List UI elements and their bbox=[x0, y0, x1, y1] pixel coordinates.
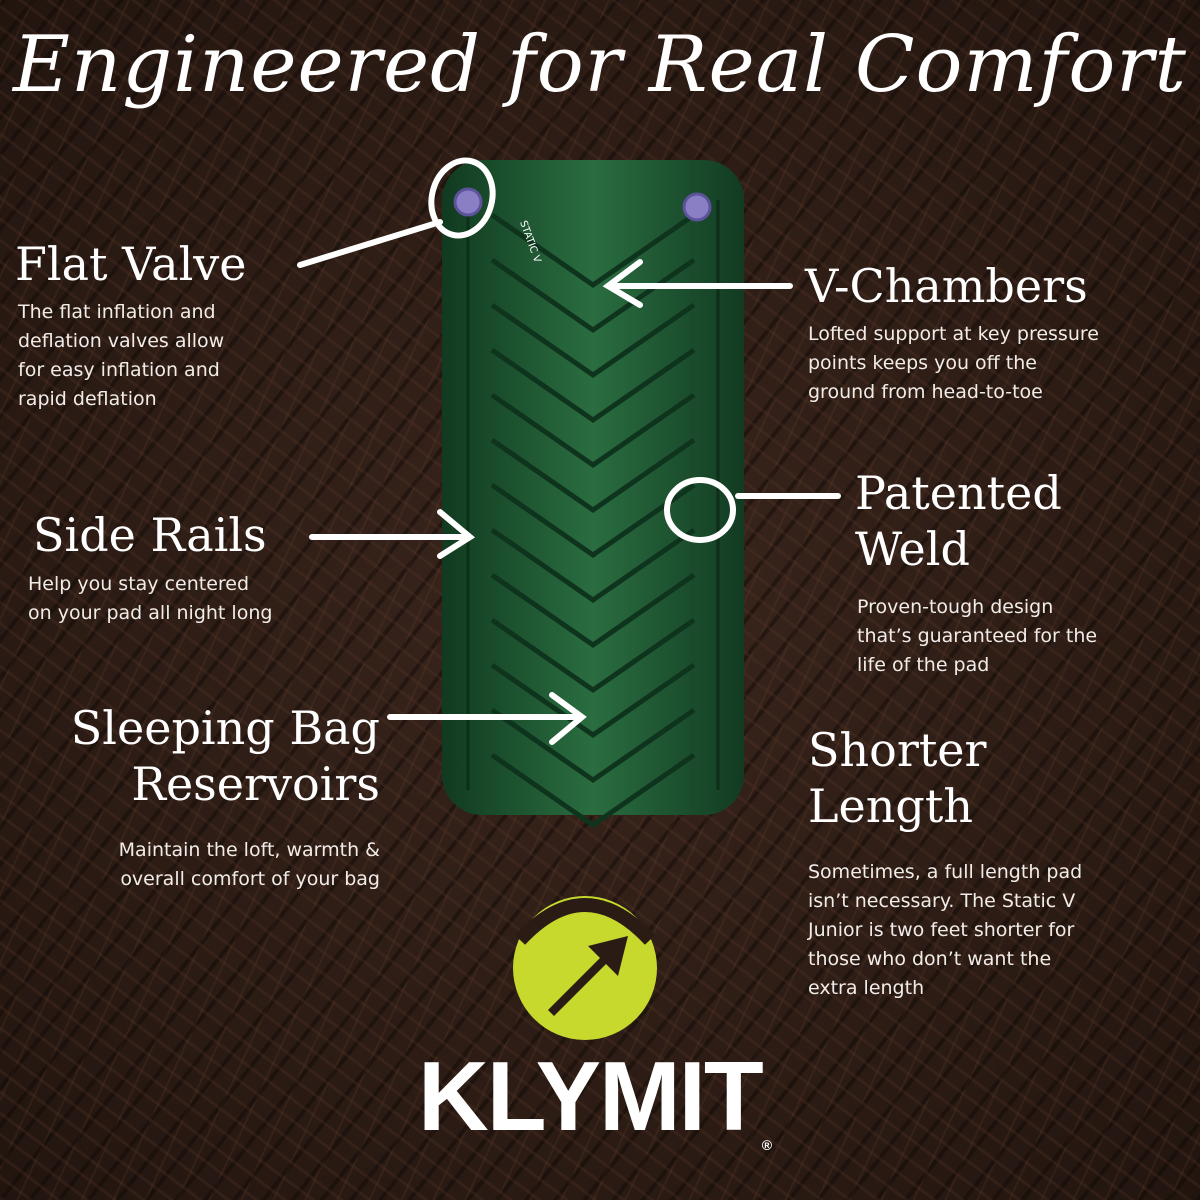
text-line: Lofted support at key pressure bbox=[808, 323, 1099, 345]
text-line: that’s guaranteed for the bbox=[857, 625, 1098, 647]
text-line: isn’t necessary. The Static V bbox=[808, 890, 1076, 912]
flat-valve-body: The flat inflation and deflation valves … bbox=[18, 298, 224, 414]
registered-mark: ® bbox=[761, 1137, 773, 1153]
v-chamber-weld bbox=[490, 617, 696, 694]
patented-weld-body: Proven-tough design that’s guaranteed fo… bbox=[857, 593, 1097, 680]
brand-name: KLYMIT bbox=[418, 1041, 764, 1151]
heading-line: Sleeping Bag bbox=[70, 701, 380, 755]
v-chambers-arrow bbox=[602, 259, 793, 308]
v-chamber-weld bbox=[490, 302, 696, 379]
v-chamber-weld bbox=[490, 437, 696, 514]
heading-line: Weld bbox=[855, 522, 970, 576]
text-line: Sometimes, a full length pad bbox=[808, 861, 1083, 883]
text-line: The flat inflation and bbox=[18, 301, 216, 323]
text-line: Proven-tough design bbox=[857, 596, 1054, 618]
sleeping-bag-heading: Sleeping Bag Reservoirs bbox=[71, 700, 380, 812]
text-line: overall comfort of your bag bbox=[120, 868, 380, 890]
v-chamber-weld bbox=[490, 392, 696, 469]
text-line: points keeps you off the bbox=[808, 352, 1037, 374]
text-line: ground from head-to-toe bbox=[808, 381, 1043, 403]
v-chamber-weld bbox=[490, 707, 696, 784]
text-line: for easy inflation and bbox=[18, 359, 220, 381]
text-line: on your pad all night long bbox=[28, 602, 273, 624]
patented-weld-heading: Patented Weld bbox=[855, 465, 1062, 577]
flat-valve-line bbox=[297, 219, 443, 268]
v-chamber-weld bbox=[490, 662, 696, 739]
text-line: those who don’t want the bbox=[808, 948, 1052, 970]
v-chambers-body: Lofted support at key pressure points ke… bbox=[808, 320, 1099, 407]
shorter-length-body: Sometimes, a full length pad isn’t neces… bbox=[808, 858, 1082, 1003]
heading-line: Patented bbox=[855, 466, 1062, 520]
valve-right-icon bbox=[682, 192, 712, 222]
valve-left-icon bbox=[453, 187, 483, 217]
v-chamber-weld bbox=[490, 482, 696, 559]
v-chamber-weld bbox=[490, 572, 696, 649]
v-chamber-weld bbox=[490, 212, 696, 289]
v-chambers-heading: V-Chambers bbox=[805, 259, 1088, 313]
text-line: life of the pad bbox=[857, 654, 990, 676]
annotation-marks bbox=[297, 157, 841, 745]
text-line: rapid deflation bbox=[18, 388, 157, 410]
page-title: Engineered for Real Comfort bbox=[13, 20, 1187, 110]
flat-valve-heading: Flat Valve bbox=[15, 237, 247, 291]
text-line: extra length bbox=[808, 977, 925, 999]
v-chambers bbox=[490, 212, 696, 829]
v-chamber-weld bbox=[490, 527, 696, 604]
side-rails-body: Help you stay centered on your pad all n… bbox=[28, 570, 272, 628]
v-chamber-weld bbox=[490, 752, 696, 829]
side-rails-arrow bbox=[309, 509, 476, 559]
side-rails-heading: Side Rails bbox=[33, 508, 267, 562]
shorter-length-heading: Shorter Length bbox=[808, 722, 987, 834]
sleeping-bag-arrow bbox=[387, 692, 587, 745]
weld-circle bbox=[664, 477, 736, 543]
heading-line: Shorter bbox=[808, 723, 987, 777]
klymit-logo-icon bbox=[513, 896, 657, 1040]
text-line: Junior is two feet shorter for bbox=[808, 919, 1075, 941]
sleeping-bag-body: Maintain the loft, warmth & overall comf… bbox=[119, 836, 380, 894]
text-line: Help you stay centered bbox=[28, 573, 250, 595]
v-chamber-weld bbox=[490, 347, 696, 424]
heading-line: Length bbox=[808, 779, 973, 833]
klymit-logo-text: KLYMIT® bbox=[418, 1040, 772, 1153]
valve-circle bbox=[428, 157, 496, 239]
text-line: deflation valves allow bbox=[18, 330, 225, 352]
text-line: Maintain the loft, warmth & bbox=[118, 839, 380, 861]
heading-line: Reservoirs bbox=[131, 757, 380, 811]
